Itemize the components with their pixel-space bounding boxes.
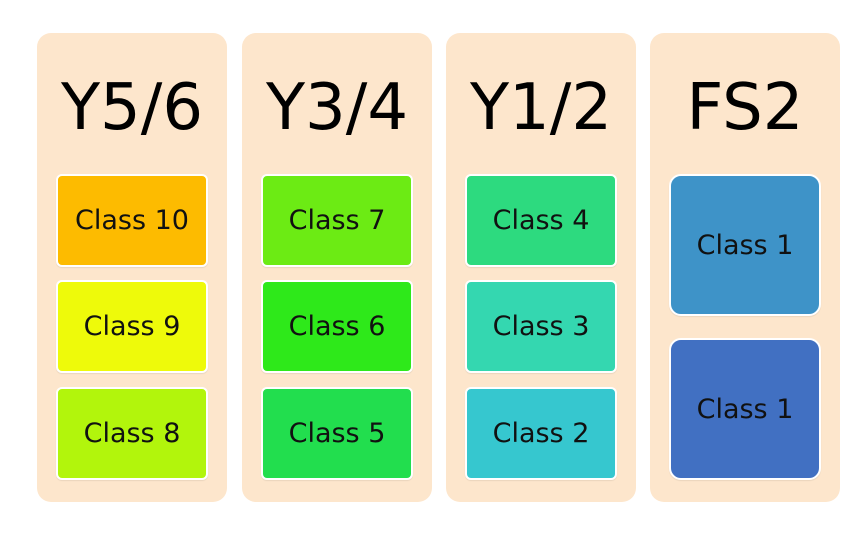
class-box: Class 5 <box>261 387 413 480</box>
column-title: Y1/2 <box>469 71 613 145</box>
class-box: Class 6 <box>261 280 413 373</box>
class-box: Class 1 <box>669 338 821 480</box>
column-y56: Y5/6 Class 10 Class 9 Class 8 <box>37 33 227 502</box>
class-box: Class 10 <box>56 174 208 267</box>
column-y34: Y3/4 Class 7 Class 6 Class 5 <box>242 33 432 502</box>
class-box: Class 1 <box>669 174 821 316</box>
column-title: FS2 <box>686 71 804 145</box>
class-box: Class 3 <box>465 280 617 373</box>
class-box: Class 8 <box>56 387 208 480</box>
column-y12: Y1/2 Class 4 Class 3 Class 2 <box>446 33 636 502</box>
column-fs2: FS2 Class 1 Class 1 <box>650 33 840 502</box>
column-title: Y5/6 <box>60 71 204 145</box>
class-box: Class 4 <box>465 174 617 267</box>
class-box: Class 2 <box>465 387 617 480</box>
column-title: Y3/4 <box>265 71 409 145</box>
class-box: Class 7 <box>261 174 413 267</box>
class-box: Class 9 <box>56 280 208 373</box>
